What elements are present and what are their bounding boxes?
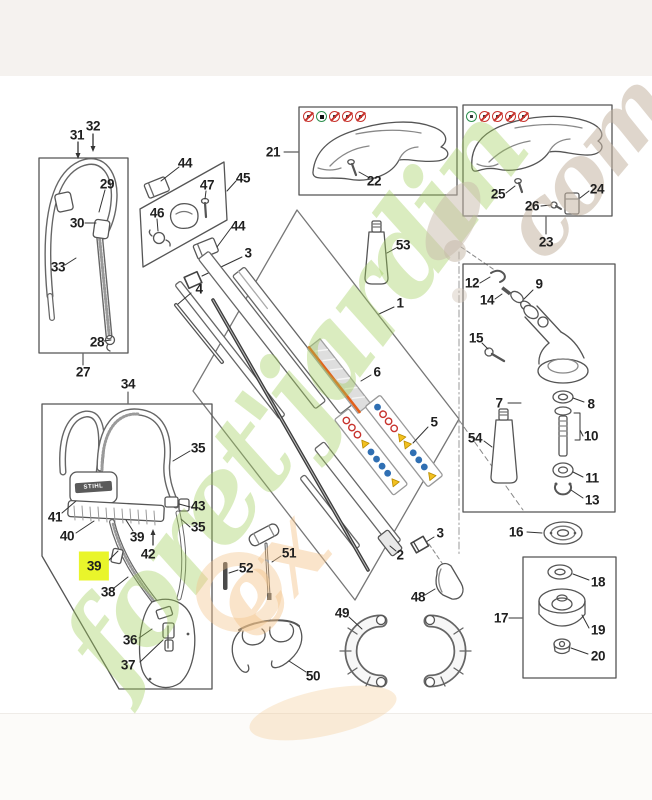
part-label: 35 bbox=[190, 440, 206, 456]
part-label: 38 bbox=[100, 584, 116, 600]
prohibition-x-icon bbox=[355, 111, 366, 122]
part-label: 28 bbox=[89, 334, 105, 350]
part-label: 1 bbox=[396, 295, 404, 311]
part-label: 49 bbox=[334, 605, 350, 621]
part-label: 16 bbox=[508, 524, 524, 540]
prohibition-filled-icon bbox=[342, 111, 353, 122]
prohibition-x-icon bbox=[518, 111, 529, 122]
prohibition-icon bbox=[492, 111, 503, 122]
part-label: 35 bbox=[190, 519, 206, 535]
part-label: 39 bbox=[129, 529, 145, 545]
part-label: 44 bbox=[230, 218, 246, 234]
part-label: 42 bbox=[140, 546, 156, 562]
part-label: 33 bbox=[50, 259, 66, 275]
part-label: 12 bbox=[464, 275, 480, 291]
part-label: 34 bbox=[120, 376, 136, 392]
part-label: 7 bbox=[495, 395, 503, 411]
part-label: 52 bbox=[238, 560, 254, 576]
part-label: 18 bbox=[590, 574, 606, 590]
prohibition-icon bbox=[329, 111, 340, 122]
part-label: 47 bbox=[199, 177, 215, 193]
part-label: 43 bbox=[190, 498, 206, 514]
page-top-margin bbox=[0, 0, 652, 76]
part-label-highlighted: 39 bbox=[78, 551, 110, 581]
part-label: 50 bbox=[305, 668, 321, 684]
part-label: 48 bbox=[410, 589, 426, 605]
part-label: 17 bbox=[493, 610, 509, 626]
part-label: 46 bbox=[149, 205, 165, 221]
prohibition-filled-icon bbox=[505, 111, 516, 122]
part-label: 41 bbox=[47, 509, 63, 525]
part-label: 29 bbox=[99, 176, 115, 192]
part-label: 6 bbox=[373, 364, 381, 380]
part-label: 31 bbox=[69, 127, 85, 143]
part-label: 26 bbox=[524, 198, 540, 214]
part-label: 2 bbox=[396, 547, 404, 563]
part-label: 19 bbox=[590, 622, 606, 638]
part-label: 23 bbox=[538, 234, 554, 250]
safety-icons-box23 bbox=[466, 111, 529, 122]
part-label: 27 bbox=[75, 364, 91, 380]
part-label: 30 bbox=[69, 215, 85, 231]
part-label: 3 bbox=[436, 525, 444, 541]
part-label: 51 bbox=[281, 545, 297, 561]
part-label: 25 bbox=[490, 186, 506, 202]
part-label: 40 bbox=[59, 528, 75, 544]
part-label: 13 bbox=[584, 492, 600, 508]
part-label: 21 bbox=[265, 144, 281, 160]
part-label: 32 bbox=[85, 118, 101, 134]
part-label: 14 bbox=[479, 292, 495, 308]
part-label: 10 bbox=[583, 428, 599, 444]
part-label: 24 bbox=[589, 181, 605, 197]
part-label: 20 bbox=[590, 648, 606, 664]
part-label: 5 bbox=[430, 414, 438, 430]
prohibition-icon bbox=[479, 111, 490, 122]
part-label: 9 bbox=[535, 276, 543, 292]
part-label: 8 bbox=[587, 396, 595, 412]
prohibition-icon bbox=[303, 111, 314, 122]
part-label: 53 bbox=[395, 237, 411, 253]
part-label: 11 bbox=[585, 470, 599, 486]
part-label: 4 bbox=[195, 281, 203, 297]
part-label: 22 bbox=[366, 173, 382, 189]
part-label: 44 bbox=[177, 155, 193, 171]
part-label: 45 bbox=[235, 170, 251, 186]
mandatory-icon bbox=[466, 111, 477, 122]
page-bottom-margin bbox=[0, 713, 652, 800]
part-label: 54 bbox=[467, 430, 483, 446]
part-label: 37 bbox=[120, 657, 136, 673]
mandatory-square-icon bbox=[316, 111, 327, 122]
part-label: 36 bbox=[122, 632, 138, 648]
part-label: 3 bbox=[244, 245, 252, 261]
safety-icons-box21 bbox=[303, 111, 366, 122]
part-label: 15 bbox=[468, 330, 484, 346]
